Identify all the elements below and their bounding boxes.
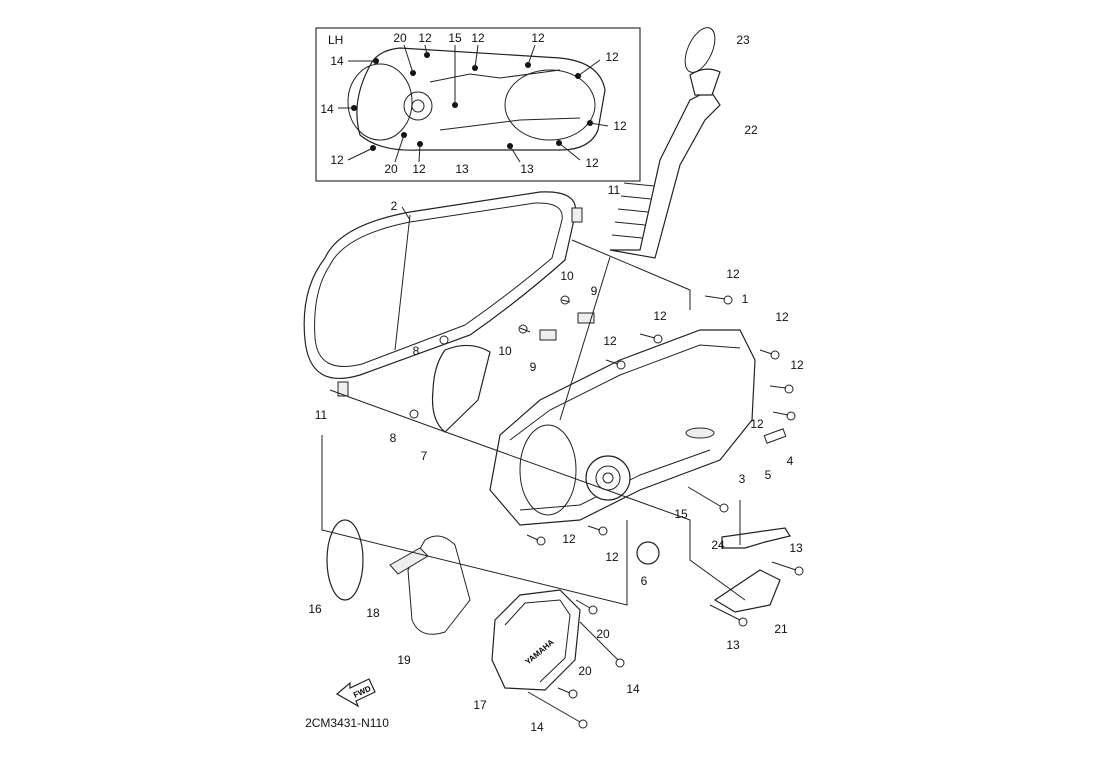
callout: 14 [626, 682, 640, 696]
cap [636, 541, 660, 565]
callout: 12 [471, 31, 485, 45]
callout: 6 [641, 574, 648, 588]
callout: 20 [578, 664, 592, 678]
callout: 19 [397, 653, 411, 667]
callout: 12 [585, 156, 599, 170]
callout: 21 [774, 622, 788, 636]
callout: 8 [413, 344, 420, 358]
leader-lines [321, 206, 746, 606]
callout: 3 [739, 472, 746, 486]
callout: 12 [603, 334, 617, 348]
inset-frame [315, 27, 641, 182]
dowel-pin [337, 381, 349, 397]
callout: 12 [330, 153, 344, 167]
gasket [303, 191, 577, 379]
fwd-arrow-icon: FWD [335, 678, 376, 708]
callout: 15 [674, 507, 688, 521]
callout: 11 [315, 408, 328, 422]
callout: 12 [775, 310, 789, 324]
callout: 13 [455, 162, 469, 176]
callout: 12 [790, 358, 804, 372]
callout: 20 [393, 31, 407, 45]
callout: 12 [605, 50, 619, 64]
callout: 9 [591, 284, 598, 298]
callout: 11 [608, 183, 621, 197]
callout: 20 [596, 627, 610, 641]
callout: 7 [421, 449, 428, 463]
inset-crankcase-cover [347, 47, 606, 151]
callout: 8 [390, 431, 397, 445]
dowel-pin [571, 207, 583, 223]
callout: 14 [320, 102, 334, 116]
callout: 10 [498, 344, 512, 358]
callout: 18 [366, 606, 380, 620]
bolts [409, 295, 804, 729]
hose-clamp [684, 27, 716, 73]
cover-plate [326, 519, 364, 601]
callout: 12 [418, 31, 432, 45]
inset-callouts: 20 12 15 12 12 12 14 14 12 12 20 12 13 1… [320, 31, 627, 176]
guard-upper [721, 527, 791, 549]
outer-cover: YAMAHA [491, 589, 581, 691]
crankcase-cover-main [489, 329, 756, 526]
callout: 1 [742, 292, 749, 306]
callout: 23 [736, 33, 750, 47]
callout: 20 [384, 162, 398, 176]
callout: 10 [560, 269, 574, 283]
callout: 12 [726, 267, 740, 281]
callout: 14 [330, 54, 344, 68]
callout: 13 [726, 638, 740, 652]
callout: 12 [562, 532, 576, 546]
callout: 12 [653, 309, 667, 323]
gasket-small [431, 344, 491, 433]
callouts: 23 22 11 2 10 9 12 1 12 12 10 9 12 8 12 … [308, 33, 804, 734]
guard-lower [713, 569, 781, 613]
callout: 22 [744, 123, 758, 137]
callout: 12 [613, 119, 627, 133]
callout: 13 [789, 541, 803, 555]
callout: 13 [520, 162, 534, 176]
callout: 16 [308, 602, 322, 616]
belt [407, 535, 471, 635]
inset-side-label: LH [328, 33, 343, 47]
callout: 12 [531, 31, 545, 45]
callout: 2 [391, 199, 398, 213]
callout: 9 [530, 360, 537, 374]
callout: 5 [765, 468, 772, 482]
callout: 24 [711, 538, 725, 552]
drawing-code: 2CM3431-N110 [305, 716, 389, 730]
callout: 14 [530, 720, 544, 734]
callout: 4 [787, 454, 794, 468]
callout: 12 [412, 162, 426, 176]
callout: 15 [448, 31, 462, 45]
callout: 17 [473, 698, 487, 712]
air-duct [609, 89, 721, 259]
callout: 12 [750, 417, 764, 431]
callout: 12 [605, 550, 619, 564]
